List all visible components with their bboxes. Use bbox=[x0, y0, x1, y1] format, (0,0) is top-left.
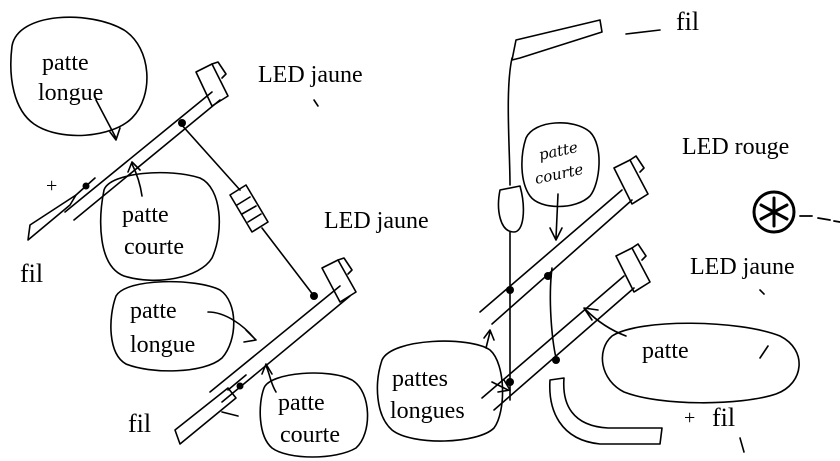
label-wire-bottom-left: fil bbox=[128, 409, 151, 438]
wire-between bbox=[549, 267, 557, 359]
stray-mark-4 bbox=[759, 345, 769, 359]
label-wire-bottom-right: fil bbox=[712, 403, 735, 432]
stray-mark-1 bbox=[313, 99, 319, 107]
led-yellow-3-body bbox=[615, 247, 651, 293]
bubble-long-legs bbox=[376, 340, 504, 442]
bubble-long-leg-1-line2: longue bbox=[38, 80, 103, 106]
bubble-short-leg-1 bbox=[99, 171, 221, 282]
bubble-long-leg-2 bbox=[110, 280, 235, 372]
bubble-long-legs-line1: pattes bbox=[392, 366, 448, 392]
led-yellow-2-body bbox=[321, 259, 357, 303]
resistor-lead-top bbox=[179, 122, 241, 191]
arrow-short-leg-hand bbox=[549, 193, 563, 241]
led-yellow-2-dome bbox=[337, 257, 353, 275]
bubble-short-leg-2 bbox=[259, 372, 369, 458]
led-1-long-leg bbox=[64, 91, 213, 213]
led-right-circuit bbox=[479, 19, 663, 445]
wire-end-top bbox=[511, 19, 603, 61]
led-2-long-leg bbox=[209, 285, 341, 393]
tick-mark bbox=[221, 411, 239, 417]
dash-top bbox=[625, 29, 661, 35]
arrow-long-leg-1 bbox=[95, 99, 121, 141]
bubble-leg bbox=[601, 322, 800, 404]
led-yellow-1-circuit bbox=[27, 61, 315, 297]
led-yellow-3-dome bbox=[631, 243, 647, 261]
led-red-body bbox=[613, 159, 649, 205]
led-yellow-1-body bbox=[195, 63, 229, 107]
bubble-short-leg-2-line1: patte bbox=[278, 390, 325, 416]
bubble-long-leg-1 bbox=[10, 16, 148, 137]
bubble-leg-text: patte bbox=[642, 338, 689, 364]
red-led-long-leg bbox=[479, 189, 623, 313]
plus-sign-left: + bbox=[46, 175, 57, 197]
circled-asterisk-icon bbox=[752, 190, 840, 234]
stray-mark-2 bbox=[739, 437, 745, 453]
label-led-yellow-1: LED jaune bbox=[258, 62, 363, 88]
wire-top bbox=[507, 57, 513, 186]
bubble-short-leg-1-line2: courte bbox=[124, 234, 184, 260]
wire-end-left bbox=[27, 194, 77, 241]
label-led-yellow-2: LED jaune bbox=[324, 208, 429, 234]
label-led-red: LED rouge bbox=[682, 134, 789, 160]
label-led-yellow-3: LED jaune bbox=[690, 254, 795, 280]
bubble-long-leg-2-line1: patte bbox=[130, 298, 177, 324]
led-yellow-1-dome bbox=[211, 61, 227, 79]
resistor-lead-bottom bbox=[261, 227, 315, 297]
bubble-short-leg-1-line1: patte bbox=[122, 202, 169, 228]
bubble-short-leg-2-line2: courte bbox=[280, 422, 340, 448]
led-red-dome bbox=[629, 155, 645, 173]
arrow-short-leg-1 bbox=[127, 161, 143, 197]
arrow-long-leg-2 bbox=[207, 311, 257, 343]
resistor-body bbox=[229, 184, 269, 233]
red-led-short-leg bbox=[491, 199, 633, 325]
arrow-leg bbox=[583, 307, 627, 337]
junction-dots bbox=[82, 119, 560, 390]
yellow-led-short-leg bbox=[493, 287, 635, 411]
arrow-short-leg-2 bbox=[261, 363, 277, 393]
bubble-short-leg-hand-line1: patte bbox=[537, 138, 579, 164]
bubble-short-leg-hand-line2: courte bbox=[533, 160, 585, 188]
led-yellow-2-circuit bbox=[174, 257, 357, 445]
led-1-short-leg bbox=[73, 99, 221, 221]
label-wire-left: fil bbox=[20, 259, 43, 288]
arrow-long-legs-up bbox=[483, 329, 495, 349]
bubble-long-legs-line2: longues bbox=[390, 398, 465, 424]
label-wire-top: fil bbox=[676, 7, 699, 36]
wire-end-bottom-left bbox=[174, 387, 237, 445]
stray-mark-3 bbox=[759, 289, 765, 295]
plus-sign-right: + bbox=[684, 407, 695, 429]
battery-clip bbox=[497, 185, 525, 233]
bubble-long-leg-1-line1: patte bbox=[42, 50, 89, 76]
wire-bottom-left bbox=[227, 374, 247, 391]
led-2-short-leg bbox=[221, 295, 351, 403]
bubble-long-leg-2-line2: longue bbox=[130, 332, 195, 358]
resistor-bands bbox=[236, 196, 262, 223]
wire-bottom-right bbox=[549, 377, 663, 445]
arrow-long-legs-right bbox=[491, 379, 511, 393]
bubble-short-leg-hand bbox=[521, 122, 600, 208]
